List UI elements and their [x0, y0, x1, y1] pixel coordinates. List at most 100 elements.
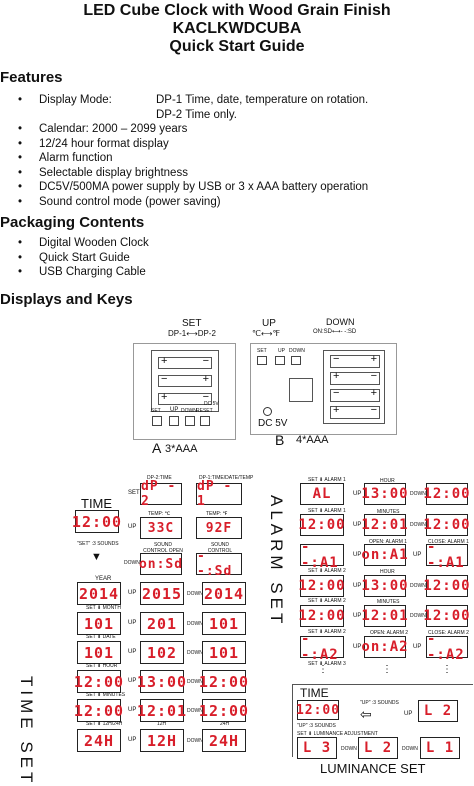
displays-heading: Displays and Keys	[0, 291, 133, 308]
set-3-sounds-note: "SET" :3 SOUNDS	[77, 541, 119, 547]
btn-set-label-a: SET	[151, 408, 161, 414]
month-label: SET ⬇ MONTH	[86, 605, 121, 611]
doc-title-line1: LED Cube Clock with Wood Grain Finish	[83, 2, 391, 19]
open-alarm2-label: OPEN: ALARM 2	[370, 630, 409, 636]
year-label: YEAR	[95, 576, 112, 582]
alarm2-min-display: 12:00	[298, 605, 345, 627]
feature-item: DC5V/500MA power supply by USB or 3 x AA…	[18, 180, 368, 195]
luminance-adjust-label: SET ⬇ LUMINANCE ADJUSTMENT	[297, 731, 378, 737]
feature-item: Sound control mode (power saving)	[18, 195, 368, 210]
up-key-mini: UP	[128, 590, 137, 596]
btn-up-label-a: UP	[170, 407, 179, 413]
format-down-display: 24H	[202, 729, 246, 752]
up-button-a[interactable]	[169, 416, 179, 426]
reset-button-a[interactable]	[200, 416, 210, 426]
battery-slot: + −	[158, 391, 212, 405]
feature-item: Calendar: 2000 – 2099 years	[18, 122, 368, 137]
dp1-display: dP - 1	[196, 479, 242, 509]
up-key-mini: UP	[353, 552, 362, 558]
speaker-dots: ∴	[150, 408, 154, 414]
lum-l2-display: L 2	[418, 700, 458, 722]
up-key-mini: UP	[128, 737, 137, 743]
caption-b-battery: 4*AAA	[296, 434, 329, 446]
up-key-label: UP	[262, 318, 276, 329]
down-button-b[interactable]	[291, 356, 301, 365]
feature-display-dp2: DP-2 Time only.	[156, 108, 237, 121]
down-key-mini: DOWN	[410, 522, 426, 528]
alarm-al-display: AL	[300, 483, 344, 505]
temp-c-label: TEMP: ℃	[148, 511, 171, 517]
dc5v-label-b: DC 5V	[258, 418, 288, 429]
set-key-mini: SET	[128, 490, 140, 496]
battery-slot: − +	[330, 353, 380, 368]
alarm-minutes-label: MINUTES	[377, 509, 400, 515]
down-key-mini: DOWN	[124, 560, 140, 566]
alarm1-min-down-display: 12:00	[423, 514, 470, 536]
down-key-mini: DOWN	[187, 621, 203, 627]
sound-open-display: on:Sd	[139, 553, 182, 575]
up-key-mini: UP	[128, 707, 137, 713]
up-key-mini: UP	[128, 678, 137, 684]
temp-f-label: TEMP: ℉	[206, 511, 228, 517]
alarm1-min-up-display: 12:01	[361, 514, 408, 536]
up-key-mini: UP	[413, 644, 422, 650]
btn-set-label-b: SET	[257, 348, 267, 354]
luminance-set-label: LUMINANCE SET	[320, 761, 426, 776]
lum-l1-display: L 1	[420, 737, 460, 759]
feature-item: Selectable display brightness	[18, 166, 368, 181]
feature-item: 12/24 hour format display	[18, 137, 368, 152]
down-key-mini: DOWN	[187, 738, 203, 744]
format-display: 24H	[77, 729, 121, 752]
alarm1-set-label: SET ⬇ ALARM 1	[308, 477, 346, 483]
year-display: 2014	[77, 582, 121, 605]
up-button-b[interactable]	[275, 356, 285, 365]
battery-slot: + −	[158, 355, 212, 369]
packaging-item: Digital Wooden Clock	[18, 236, 149, 251]
feature-item: Alarm function	[18, 151, 368, 166]
caption-a-letter: A	[152, 440, 162, 456]
time-display: 12:00	[72, 510, 121, 533]
ellipsis-icon: ⋮	[442, 664, 452, 675]
hour-up-display: 13:00	[137, 670, 186, 693]
down-button-a[interactable]	[185, 416, 195, 426]
alarm2-min-down-display: 12:00	[423, 605, 470, 627]
date-label: SET ⬇ DATE	[86, 634, 116, 640]
h24-label: 24H	[220, 721, 230, 727]
temp-unit-toggle-label: ℃⟷℉	[252, 329, 281, 338]
h12-label: 12H	[157, 721, 167, 727]
minutes-up-display: 12:01	[137, 699, 186, 722]
down-key-mini: DOWN	[410, 491, 426, 497]
down-key-mini: DOWN	[187, 650, 203, 656]
minutes-display: 12:00	[74, 699, 123, 722]
arrow-left-icon: ⇦	[360, 706, 372, 722]
dc5v-port-label-a: DC 5V	[204, 401, 219, 407]
alarm2-set-label: SET ⬇ ALARM 2	[308, 568, 346, 574]
down-key-label: DOWN	[326, 317, 355, 327]
date-display: 101	[77, 641, 121, 664]
up-key-mini: UP	[413, 552, 422, 558]
features-list: Display Mode:DP-1 Time, date, temperatur…	[18, 93, 368, 209]
temp-f-display: 92F	[196, 517, 242, 539]
up-key-mini: UP	[353, 613, 362, 619]
set-button-b[interactable]	[257, 356, 267, 365]
alarm2-min-up-display: 12:01	[361, 605, 408, 627]
hour-label: SET ⬇ HOUR	[86, 663, 118, 669]
up-3-sounds-note: "UP" :3 SOUNDS	[360, 700, 399, 706]
hour-format-label: SET ⬇ 12H/24H	[86, 721, 123, 727]
alarm1-close-display: - -:A1	[426, 539, 468, 571]
alarm2-hour-display: 12:00	[298, 575, 345, 597]
packaging-item: USB Charging Cable	[18, 265, 149, 280]
set-button-a[interactable]	[152, 416, 162, 426]
up-key-mini: UP	[353, 522, 362, 528]
alarm1-hour-up-display: 13:00	[361, 483, 408, 505]
month-up-display: 201	[140, 612, 184, 635]
alarm2-hour-down-display: 12:00	[423, 575, 470, 597]
btn-reset-label-a: RESET	[196, 408, 213, 414]
ellipsis-icon: ⋮	[318, 664, 328, 675]
ellipsis-icon: ⋮	[382, 664, 392, 675]
alarm-set-vertical-label: ALARM SET	[267, 495, 286, 628]
down-key-mini: DOWN	[187, 591, 203, 597]
date-up-display: 102	[140, 641, 184, 664]
time-label: TIME	[81, 496, 113, 511]
format-up-display: 12H	[140, 729, 184, 752]
